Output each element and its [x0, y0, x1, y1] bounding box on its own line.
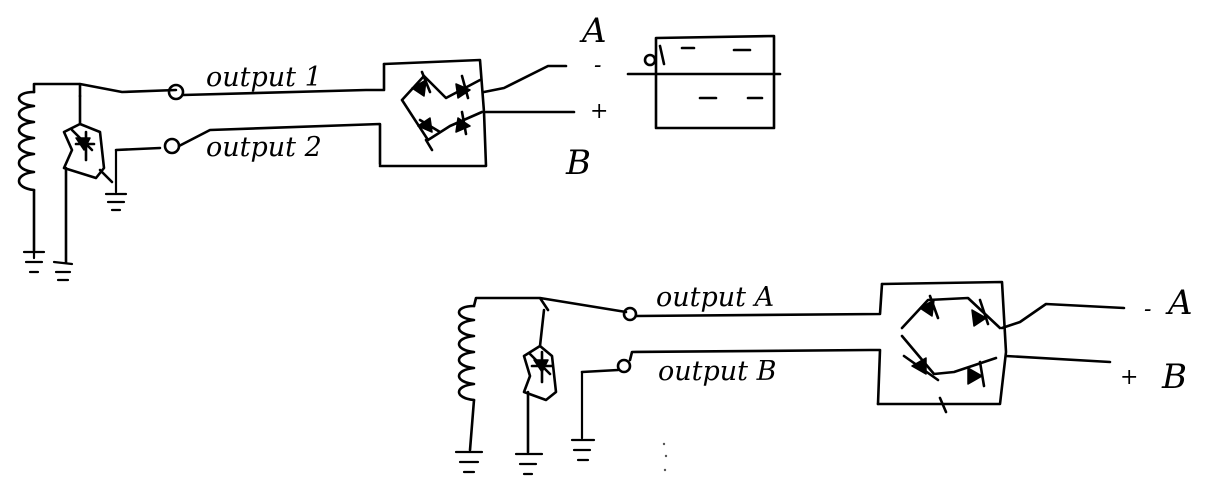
wire-output-a	[634, 282, 884, 318]
wire-output-1	[181, 62, 386, 97]
terminal-b-bottom-letter: B	[1161, 357, 1187, 397]
bridge-rectifier-bottom	[876, 280, 1008, 414]
coil-bottom-leads	[468, 296, 628, 452]
wire-output-b	[628, 348, 882, 406]
wire-terminal-a-top	[482, 64, 568, 94]
ground-top-3	[104, 146, 162, 212]
coil-top-leads	[32, 82, 178, 252]
output-a-terminal	[622, 306, 638, 322]
output-b-terminal	[616, 358, 632, 374]
ground-top-2	[52, 260, 74, 282]
output-1-terminal	[167, 83, 185, 101]
ground-bottom-3	[570, 368, 620, 462]
terminal-b-top-sign: +	[590, 99, 608, 124]
output-1-label: output 1	[206, 62, 322, 93]
circuit-bottom: output A output B - A + B	[454, 280, 1193, 476]
wire-terminal-b-bottom	[1004, 354, 1112, 364]
coil-top	[17, 90, 36, 192]
terminal-a-bottom-sign: -	[1144, 297, 1151, 322]
bridge-rectifier-top	[378, 58, 488, 168]
output-b-label: output B	[658, 356, 776, 387]
terminal-a-top-sign: -	[594, 53, 601, 78]
ground-bottom-2	[514, 452, 544, 476]
terminal-b-top-letter: B	[565, 143, 591, 183]
terminal-a-bottom-letter: A	[1165, 283, 1193, 323]
wire-output-2	[177, 122, 382, 166]
ground-bottom-1	[454, 450, 484, 474]
terminal-b-bottom-sign: +	[1120, 365, 1138, 390]
ground-top-1	[22, 248, 46, 274]
coil-bottom	[457, 304, 476, 402]
diode-block-top	[62, 94, 114, 264]
terminal-a-top-letter: A	[579, 11, 607, 51]
diode-block-bottom	[522, 308, 558, 454]
circuit-top: output 1 output 2 A - + B	[17, 11, 782, 282]
output-2-label: output 2	[206, 132, 322, 163]
output-a-label: output A	[656, 282, 774, 313]
stray-marks	[662, 442, 668, 472]
battery-box	[626, 34, 782, 130]
wire-terminal-a-bottom	[1000, 302, 1126, 330]
output-2-terminal	[163, 137, 181, 155]
